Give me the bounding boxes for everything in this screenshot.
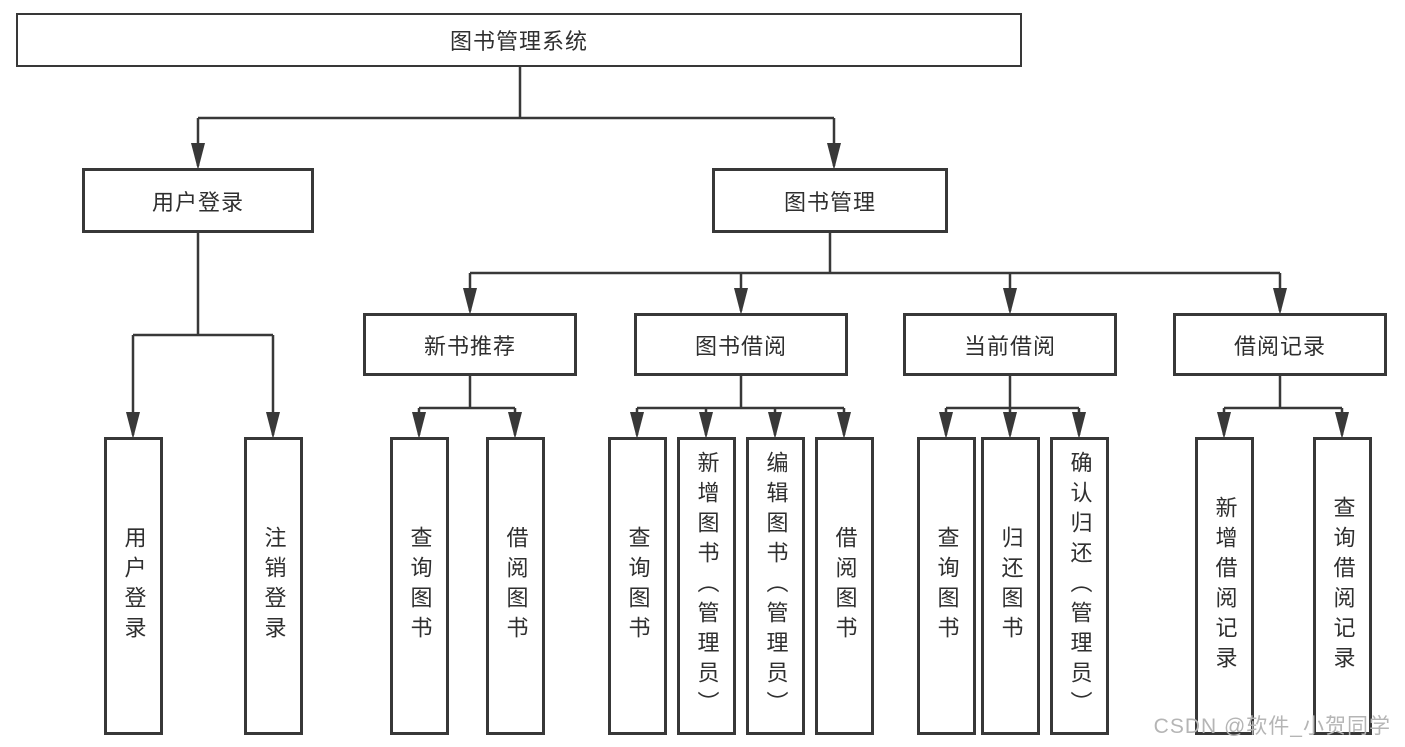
node-leaf-query-books-2: 查询图书	[608, 437, 667, 735]
node-library-management-system: 图书管理系统	[16, 13, 1022, 67]
node-leaf-add-book-admin: 新增图书（管理员）	[677, 437, 736, 735]
node-label: 图书管理系统	[449, 29, 588, 54]
node-label: 查询图书	[625, 526, 651, 646]
node-leaf-borrow-books-1: 借阅图书	[486, 437, 545, 735]
node-label: 归还图书	[998, 526, 1024, 646]
node-leaf-return-books: 归还图书	[981, 437, 1040, 735]
node-label: 图书借阅	[694, 333, 787, 359]
node-label: 用户登录	[121, 526, 147, 646]
node-label: 编辑图书（管理员）	[763, 451, 789, 721]
node-label: 查询借阅记录	[1330, 496, 1356, 676]
node-label: 确认归还（管理员）	[1067, 451, 1093, 721]
node-borrowing-records: 借阅记录	[1173, 313, 1387, 376]
watermark: CSDN @软件_小贺同学	[1153, 715, 1391, 738]
node-label: 用户登录	[151, 189, 244, 215]
node-label: 新增图书（管理员）	[694, 451, 720, 721]
node-label: 借阅记录	[1233, 333, 1326, 359]
node-leaf-query-books-3: 查询图书	[917, 437, 976, 735]
node-label: 借阅图书	[503, 526, 529, 646]
node-book-management: 图书管理	[712, 168, 948, 233]
node-label: 图书管理	[783, 189, 876, 215]
node-leaf-user-login: 用户登录	[104, 437, 163, 735]
node-label: 注销登录	[261, 526, 287, 646]
node-label: 查询图书	[407, 526, 433, 646]
node-leaf-add-borrow-record: 新增借阅记录	[1195, 437, 1254, 735]
node-user-login: 用户登录	[82, 168, 314, 233]
node-book-borrowing: 图书借阅	[634, 313, 848, 376]
node-label: 新增借阅记录	[1212, 496, 1238, 676]
node-label: 查询图书	[934, 526, 960, 646]
node-leaf-confirm-return-admin: 确认归还（管理员）	[1050, 437, 1109, 735]
node-leaf-edit-book-admin: 编辑图书（管理员）	[746, 437, 805, 735]
node-label: 借阅图书	[832, 526, 858, 646]
node-leaf-borrow-books-2: 借阅图书	[815, 437, 874, 735]
node-new-book-recommend: 新书推荐	[363, 313, 577, 376]
node-leaf-query-borrow-record: 查询借阅记录	[1313, 437, 1372, 735]
node-label: 当前借阅	[963, 333, 1056, 359]
node-current-borrowing: 当前借阅	[903, 313, 1117, 376]
node-leaf-logout: 注销登录	[244, 437, 303, 735]
node-leaf-query-books-1: 查询图书	[390, 437, 449, 735]
node-label: 新书推荐	[423, 333, 516, 359]
